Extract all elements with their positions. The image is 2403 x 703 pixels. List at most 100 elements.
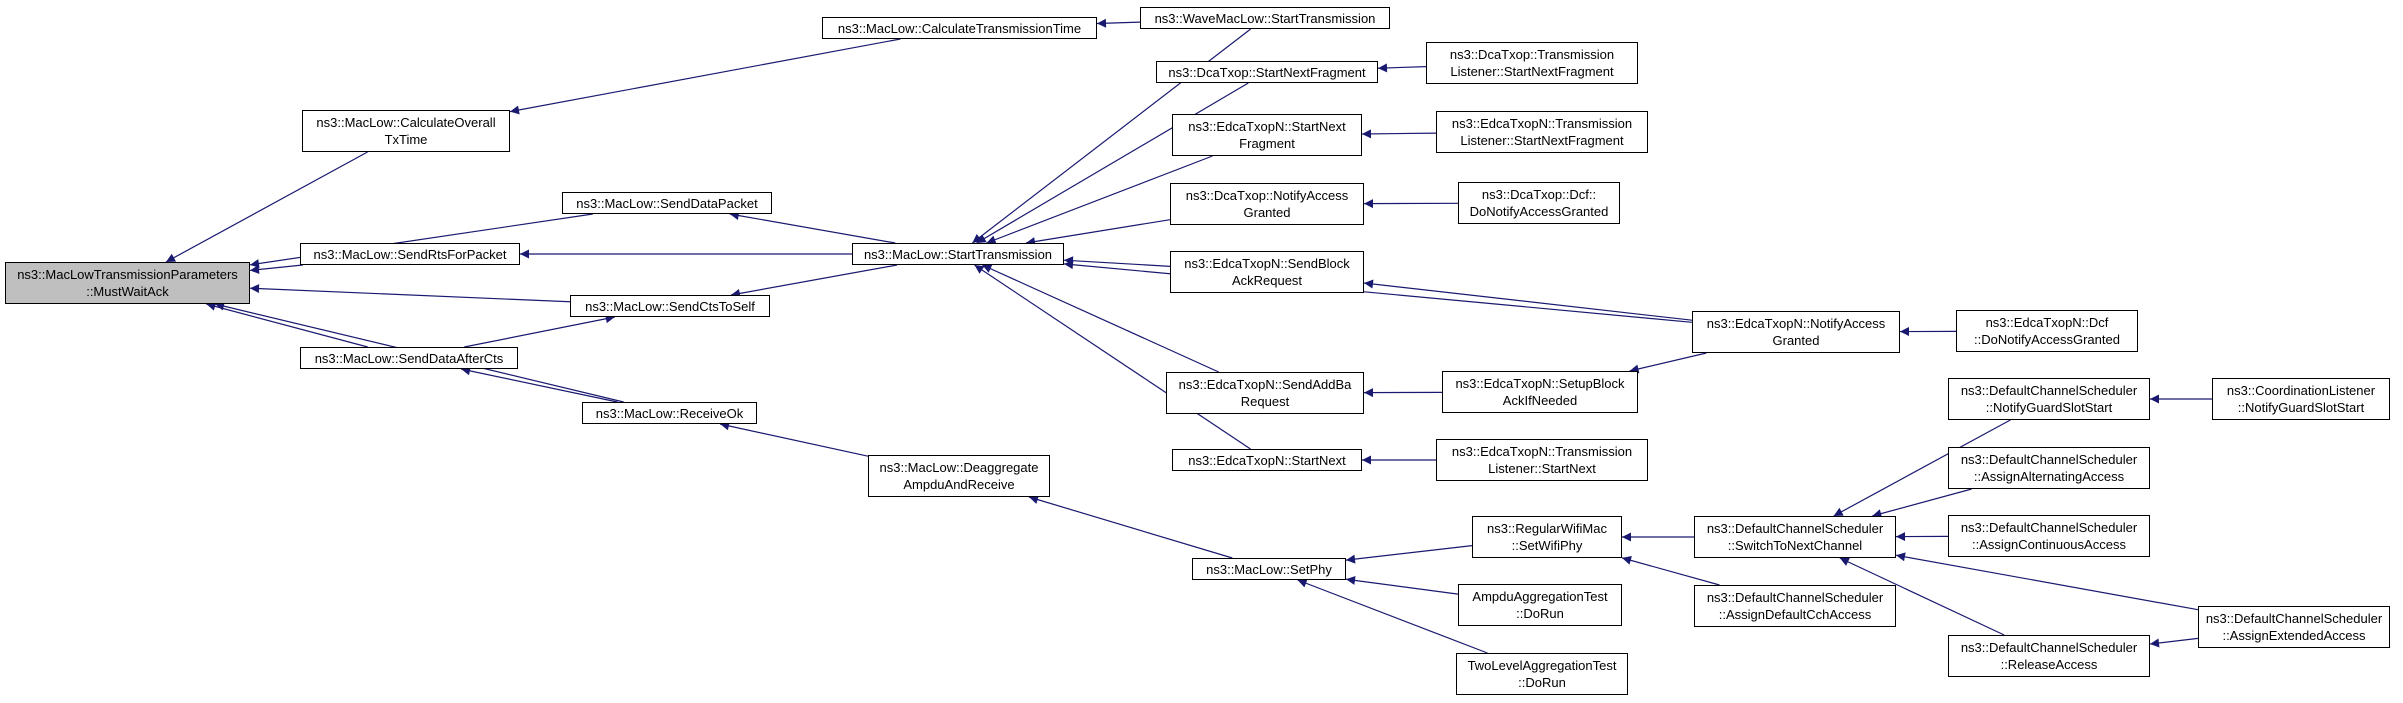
node-edca-notify-access-granted[interactable]: ns3::EdcaTxopN::NotifyAccess Granted [1692,311,1900,353]
node-assign-continuous-access[interactable]: ns3::DefaultChannelScheduler ::AssignCon… [1948,515,2150,557]
node-label: ns3::DefaultChannelScheduler [1960,640,2138,655]
node-label: AckIfNeeded [1502,393,1578,408]
node-calculate-overall-tx-time[interactable]: ns3::MacLow::CalculateOverall TxTime [302,110,510,152]
node-label: ns3::EdcaTxopN::NotifyAccess [1706,316,1886,331]
node-label: ns3::MacLowTransmissionParameters [17,267,238,282]
node-edca-send-block-ack-request[interactable]: ns3::EdcaTxopN::SendBlock AckRequest [1170,251,1364,293]
node-label: ns3::EdcaTxopN::StartNext [1188,452,1346,468]
node-wave-start-transmission[interactable]: ns3::WaveMacLow::StartTransmission [1140,7,1390,29]
node-regular-wifi-mac-set-wifi-phy[interactable]: ns3::RegularWifiMac ::SetWifiPhy [1472,516,1622,558]
node-label: ns3::EdcaTxopN::SendAddBa [1178,377,1352,392]
node-receive-ok[interactable]: ns3::MacLow::ReceiveOk [582,402,757,424]
node-label: ns3::WaveMacLow::StartTransmission [1154,10,1376,26]
node-label: ns3::MacLow::Deaggregate [879,460,1039,475]
edge-edcaStartNext-to-startTx [974,264,1251,450]
node-edca-send-add-ba-request[interactable]: ns3::EdcaTxopN::SendAddBa Request [1166,372,1364,414]
edge-startTx-to-sendDataPacket [729,211,896,244]
edge-assignDefaultCch-to-regularSetPhy [1621,555,1720,586]
node-label: Fragment [1239,136,1295,151]
node-coordination-listener-notify-guard-slot-start[interactable]: ns3::CoordinationListener ::NotifyGuardS… [2212,378,2390,420]
node-label: ns3::DefaultChannelScheduler [1960,383,2138,398]
node-set-phy[interactable]: ns3::MacLow::SetPhy [1192,558,1346,580]
edge-edcaNotify-to-startTx [1063,260,1693,323]
node-label: Listener::StartNextFragment [1450,64,1614,79]
edge-waveStart-to-calcTx [1096,18,1141,28]
node-assign-alternating-access[interactable]: ns3::DefaultChannelScheduler ::AssignAlt… [1948,447,2150,489]
node-label: Listener::StartNextFragment [1460,133,1624,148]
node-send-cts-to-self[interactable]: ns3::MacLow::SendCtsToSelf [570,295,770,317]
node-edca-dcf-do-notify-access-granted[interactable]: ns3::EdcaTxopN::Dcf ::DoNotifyAccessGran… [1956,310,2138,352]
node-notify-guard-slot-start[interactable]: ns3::DefaultChannelScheduler ::NotifyGua… [1948,378,2150,420]
node-label: ::AssignContinuousAccess [1972,537,2126,552]
node-label: AmpduAndReceive [903,477,1015,492]
edge-edcaSendAddBa-to-startTx [982,264,1219,373]
node-send-rts-for-packet[interactable]: ns3::MacLow::SendRtsForPacket [300,243,520,265]
node-label: ns3::MacLow::CalculateOverall [316,115,496,130]
node-assign-default-cch-access[interactable]: ns3::DefaultChannelScheduler ::AssignDef… [1694,585,1896,627]
node-label: ns3::MacLow::StartTransmission [863,246,1053,262]
node-label: ns3::DcaTxop::Transmission [1449,47,1615,62]
node-label: ns3::EdcaTxopN::SetupBlock [1455,376,1625,391]
node-dca-start-next-fragment[interactable]: ns3::DcaTxop::StartNextFragment [1156,61,1378,83]
edge-deagg-to-receiveOk [719,421,869,457]
edge-calcOverall-to-root [165,151,368,263]
node-dca-dcf-do-notify-access-granted[interactable]: ns3::DcaTxop::Dcf:: DoNotifyAccessGrante… [1458,182,1620,224]
node-label: ns3::MacLow::SetPhy [1206,561,1332,577]
node-assign-extended-access[interactable]: ns3::DefaultChannelScheduler ::AssignExt… [2198,606,2390,648]
edge-releaseAccess-to-switchNext [1839,557,2005,636]
node-dca-notify-access-granted[interactable]: ns3::DcaTxop::NotifyAccess Granted [1170,183,1364,225]
node-label: ::MustWaitAck [86,284,169,299]
node-edca-listener-start-next-fragment[interactable]: ns3::EdcaTxopN::Transmission Listener::S… [1436,111,1648,153]
node-label: ns3::DefaultChannelScheduler [1706,521,1884,536]
node-label: TwoLevelAggregationTest [1467,658,1617,673]
edge-assignAlternating-to-switchNext [1872,488,1972,518]
node-label: ns3::RegularWifiMac [1487,521,1607,536]
node-label: ns3::EdcaTxopN::StartNext [1188,119,1346,134]
node-label: ns3::DefaultChannelScheduler [1960,452,2138,467]
node-label: Listener::StartNext [1488,461,1596,476]
node-edca-listener-start-next[interactable]: ns3::EdcaTxopN::Transmission Listener::S… [1436,439,1648,481]
edge-setPhy-to-deagg [1028,495,1233,559]
edge-edcaNotify-to-edcaSetupBlock [1629,352,1707,374]
node-label: Granted [1243,205,1291,220]
node-two-level-aggregation-test-do-run[interactable]: TwoLevelAggregationTest ::DoRun [1456,653,1628,695]
node-label: ::SwitchToNextChannel [1727,538,1863,553]
node-label: ns3::EdcaTxopN::Dcf [1985,315,2109,330]
node-edca-start-next-fragment[interactable]: ns3::EdcaTxopN::StartNext Fragment [1172,114,1362,156]
node-label: ::DoNotifyAccessGranted [1974,332,2120,347]
node-label: ::AssignDefaultCchAccess [1718,607,1872,622]
node-deaggregate-ampdu-and-receive[interactable]: ns3::MacLow::Deaggregate AmpduAndReceive [868,455,1050,497]
node-label: TxTime [384,132,428,147]
node-label: AckRequest [1231,273,1303,288]
node-release-access[interactable]: ns3::DefaultChannelScheduler ::ReleaseAc… [1948,635,2150,677]
node-label: Request [1240,394,1290,409]
node-label: ns3::MacLow::ReceiveOk [595,405,744,421]
node-label: ::SetWifiPhy [1511,538,1583,553]
node-label: ::NotifyGuardSlotStart [1985,400,2113,415]
edge-ampduTest-to-setPhy [1345,575,1459,595]
node-label: ns3::EdcaTxopN::SendBlock [1184,256,1350,271]
node-label: ns3::EdcaTxopN::Transmission [1451,444,1633,459]
edge-sendDataAfterCts-to-sendCts [464,314,615,348]
edge-calcTx-to-calcOverall [509,38,901,115]
node-label: ::AssignExtendedAccess [2222,628,2366,643]
node-dca-listener-start-next-fragment[interactable]: ns3::DcaTxop::Transmission Listener::Sta… [1426,42,1638,84]
node-label: ::AssignAlternatingAccess [1973,469,2125,484]
node-switch-to-next-channel[interactable]: ns3::DefaultChannelScheduler ::SwitchToN… [1694,516,1896,558]
node-edca-setup-block-ack-if-needed[interactable]: ns3::EdcaTxopN::SetupBlock AckIfNeeded [1442,371,1638,413]
node-label: ns3::DefaultChannelScheduler [1960,520,2138,535]
node-send-data-packet[interactable]: ns3::MacLow::SendDataPacket [562,192,772,214]
edge-edcaNextFrag-to-startTx [986,155,1213,244]
node-label: ::NotifyGuardSlotStart [2237,400,2365,415]
node-ampdu-aggregation-test-do-run[interactable]: AmpduAggregationTest ::DoRun [1458,584,1622,626]
node-label: ns3::DcaTxop::NotifyAccess [1185,188,1349,203]
edge-startTx-to-sendCts [730,264,898,298]
node-calculate-transmission-time[interactable]: ns3::MacLow::CalculateTransmissionTime [822,17,1097,39]
node-start-transmission[interactable]: ns3::MacLow::StartTransmission [852,243,1064,265]
node-edca-start-next[interactable]: ns3::EdcaTxopN::StartNext [1172,449,1362,471]
edge-twoLevelTest-to-setPhy [1297,579,1488,654]
node-label: DoNotifyAccessGranted [1469,204,1609,219]
node-send-data-after-cts[interactable]: ns3::MacLow::SendDataAfterCts [300,347,518,369]
